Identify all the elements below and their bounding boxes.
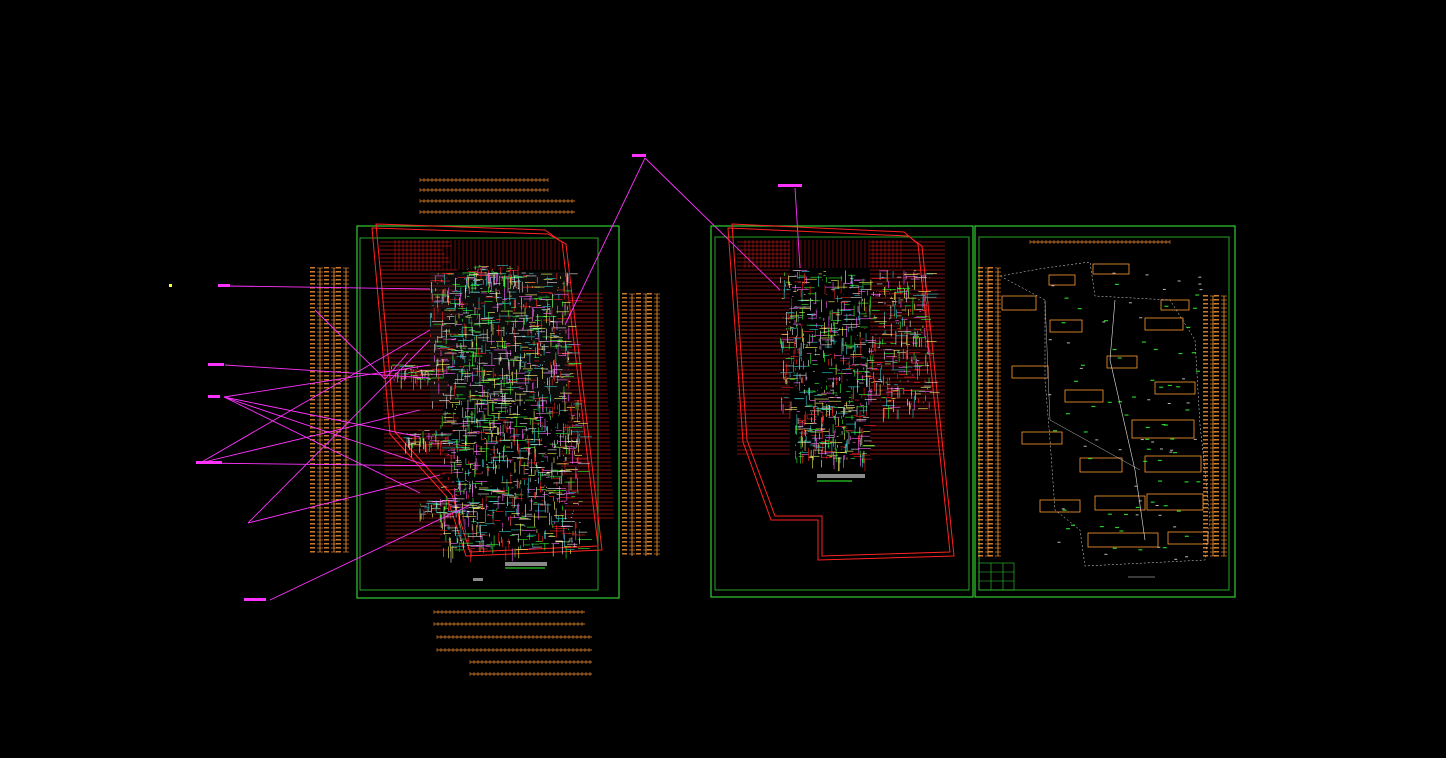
sheet-2-hatch [737,240,945,455]
sheet-1-dimension-left [310,267,349,553]
sheet-2-title-text [817,474,865,478]
sheet-1-hatch [380,240,614,551]
bottom-dimension-strings [433,610,592,676]
top-dimension-strings [419,178,575,214]
sheet-3[interactable] [974,225,1236,598]
sheet-3-dimensions [978,240,1227,557]
sheet-3-inner-frame [978,236,1230,591]
sheet-3-site-plan [999,261,1211,567]
sheet-3-outer-frame [974,225,1236,598]
sheet-2-inner-frame [714,236,970,591]
sheet-1[interactable] [310,223,660,599]
sheet-1-title-text [505,562,547,566]
sheet-1-outer-frame [356,225,620,599]
sheet-2[interactable] [710,223,974,598]
sheet-2-site-boundary [727,223,955,561]
sheet-1-dimension-right [622,293,660,556]
sheet-2-floor-plan [780,269,940,472]
sheet-2-outer-frame [710,225,974,598]
sheet-1-floor-plan [390,265,593,563]
sheet-1-scale-text [473,578,483,581]
sheet-3-title-block [978,562,1015,591]
leader-lines [199,157,801,601]
leader-labels [169,154,802,601]
